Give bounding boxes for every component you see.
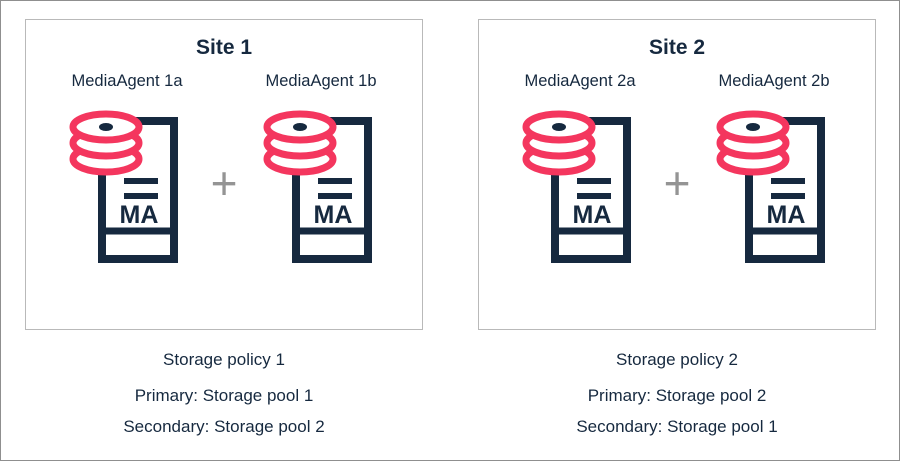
mediaagent-label: MediaAgent 1b bbox=[265, 72, 377, 90]
plus-sign: + bbox=[210, 157, 238, 209]
disk-stack-icon bbox=[69, 110, 143, 176]
mediaagent-1b: MediaAgent 1b MA bbox=[242, 72, 400, 269]
mediaagent-icon: MA bbox=[716, 110, 825, 263]
mediaagent-2b: MediaAgent 2b MA bbox=[695, 72, 853, 269]
ma-text: MA bbox=[120, 201, 159, 229]
mediaagent-icon: MA bbox=[522, 110, 631, 263]
site-2-box: Site 2 MediaAgent 2a MA bbox=[478, 19, 876, 330]
primary-pool-text: Primary: Storage pool 1 bbox=[134, 386, 314, 405]
secondary-pool-text: Secondary: Storage pool 1 bbox=[576, 417, 778, 436]
site-2-column: Site 2 MediaAgent 2a MA bbox=[478, 19, 876, 448]
site-1-agents-row: MediaAgent 1a MA bbox=[26, 72, 422, 269]
storage-policy-name: Storage policy 1 bbox=[163, 350, 285, 369]
site-title: Site 2 bbox=[648, 36, 706, 59]
secondary-pool-text: Secondary: Storage pool 2 bbox=[123, 417, 325, 436]
mediaagent-icon: MA bbox=[263, 110, 372, 263]
storage-policy-name: Storage policy 2 bbox=[616, 350, 738, 369]
ma-text: MA bbox=[767, 201, 806, 229]
disk-stack-icon bbox=[716, 110, 790, 176]
mediaagent-label: MediaAgent 2a bbox=[524, 72, 636, 90]
primary-pool-text: Primary: Storage pool 2 bbox=[587, 386, 767, 405]
ma-text: MA bbox=[314, 201, 353, 229]
plus-sign: + bbox=[663, 157, 691, 209]
site-2-policy: Storage policy 2 Primary: Storage pool 2… bbox=[478, 350, 876, 437]
ma-text: MA bbox=[573, 201, 612, 229]
mediaagent-label: MediaAgent 2b bbox=[718, 72, 830, 90]
mediaagent-icon: MA bbox=[69, 110, 178, 263]
site-1-box: Site 1 MediaAgent 1a MA bbox=[25, 19, 423, 330]
site-2-agents-row: MediaAgent 2a MA bbox=[479, 72, 875, 269]
mediaagent-1a: MediaAgent 1a MA bbox=[48, 72, 206, 269]
site-title: Site 1 bbox=[195, 36, 253, 59]
mediaagent-label: MediaAgent 1a bbox=[71, 72, 183, 90]
disk-stack-icon bbox=[263, 110, 337, 176]
disk-stack-icon bbox=[522, 110, 596, 176]
site-1-policy: Storage policy 1 Primary: Storage pool 1… bbox=[25, 350, 423, 437]
site-1-column: Site 1 MediaAgent 1a MA bbox=[25, 19, 423, 448]
mediaagent-2a: MediaAgent 2a MA bbox=[501, 72, 659, 269]
